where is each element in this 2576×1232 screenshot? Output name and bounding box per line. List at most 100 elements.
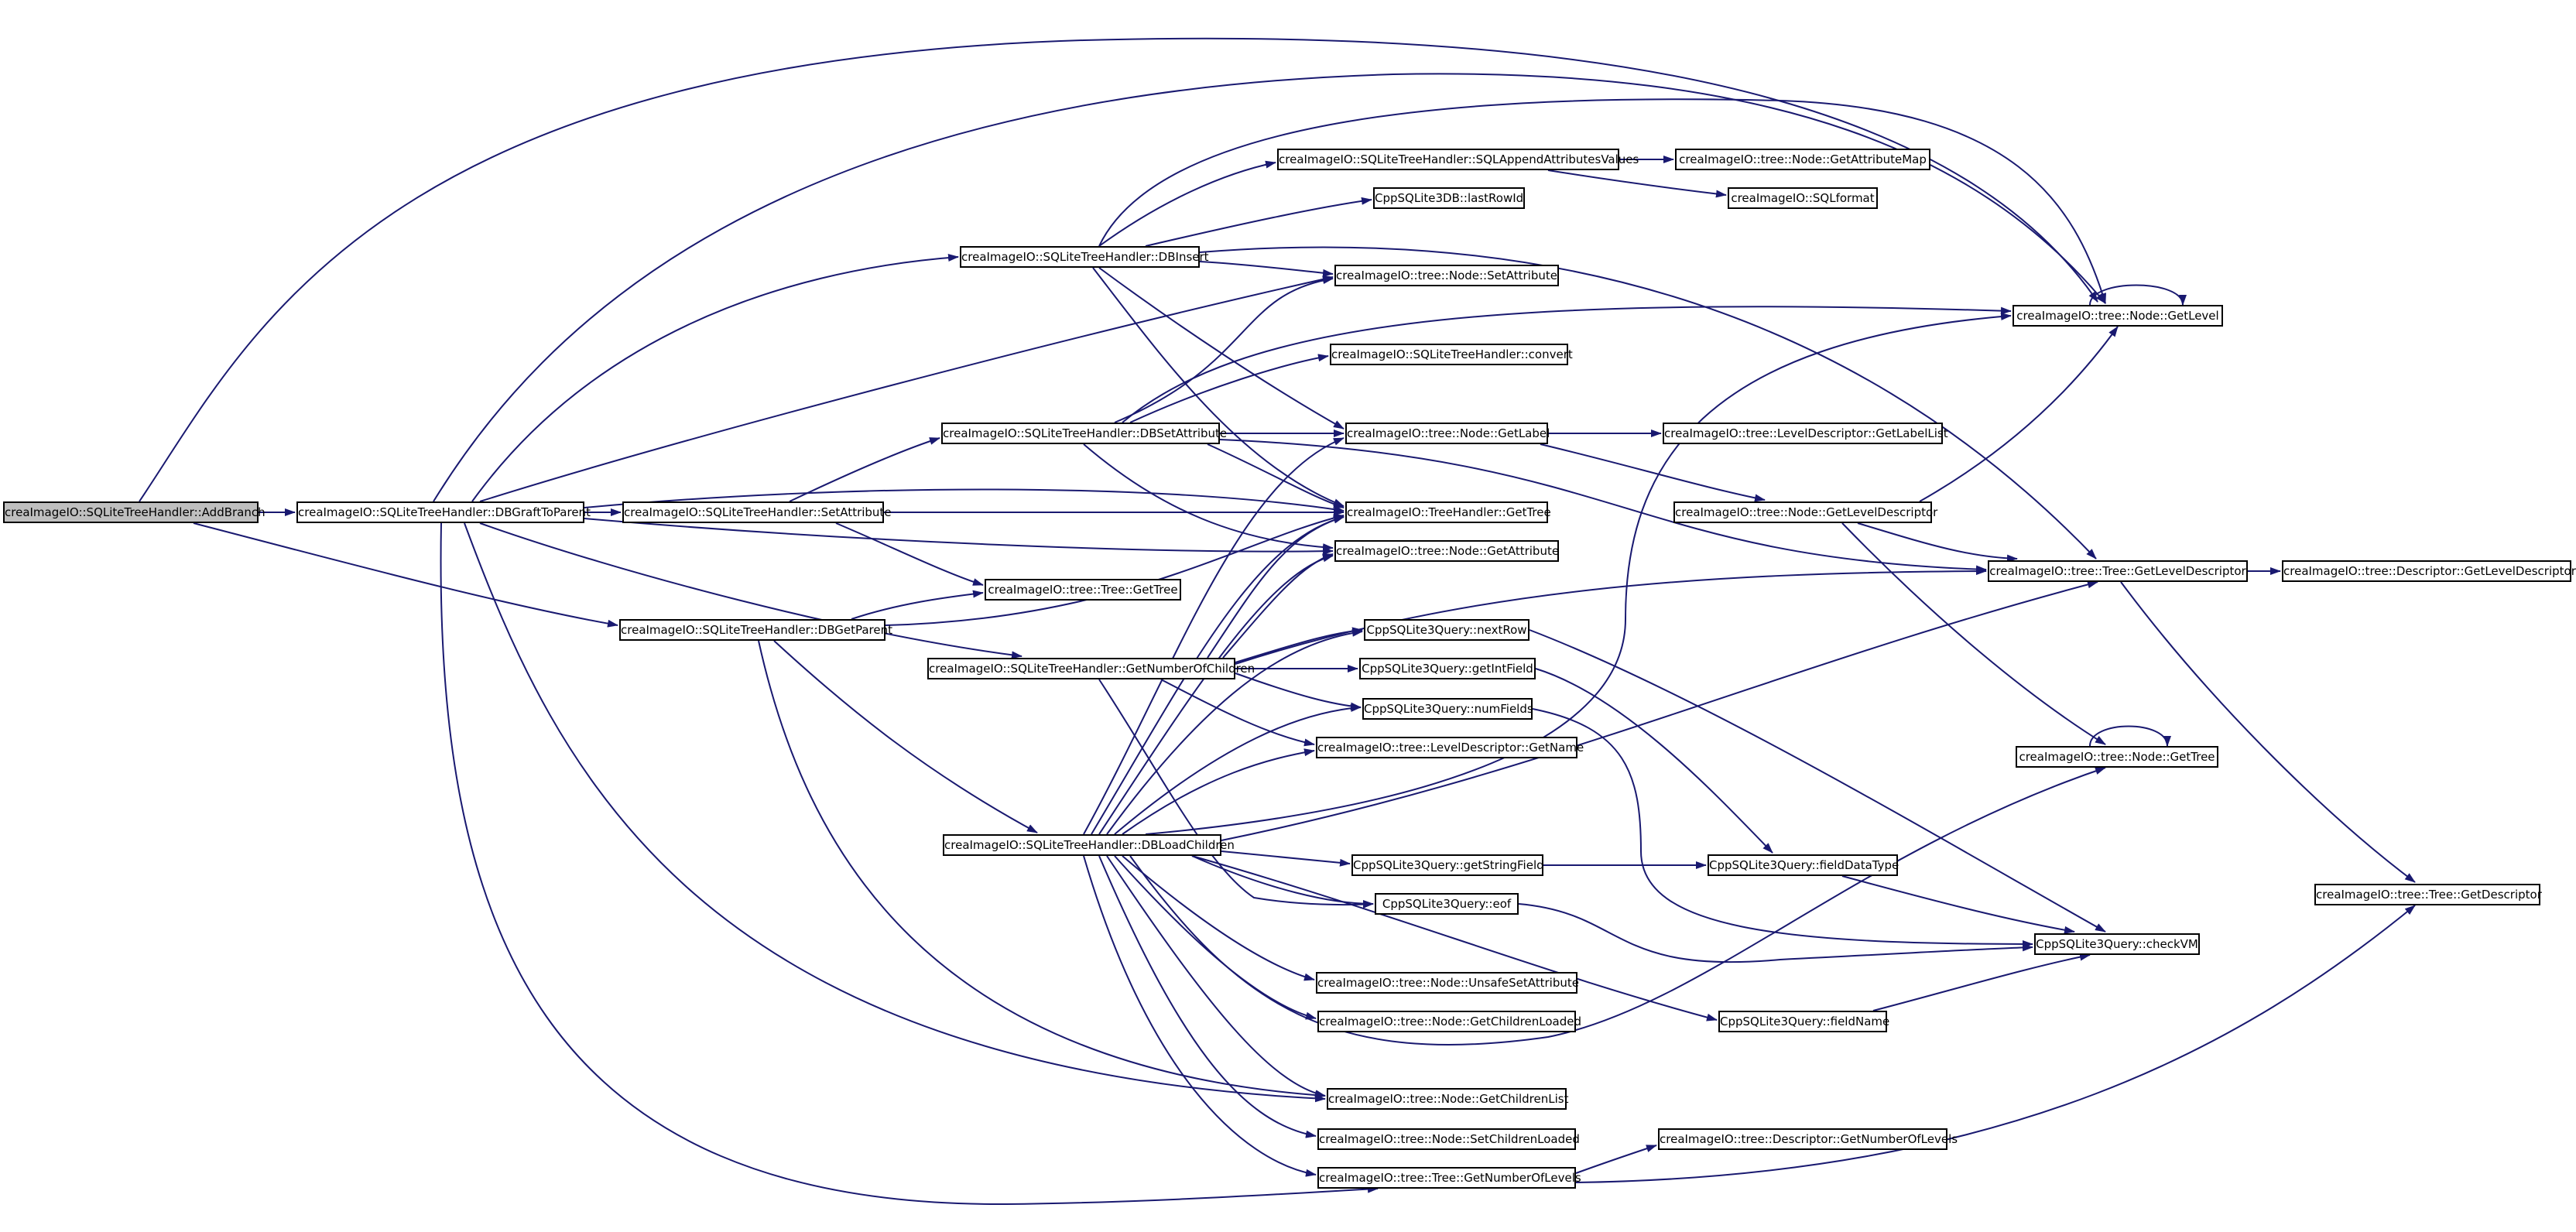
edge-dbinsert-to-node-setattribute [1199,261,1334,277]
edge-dbgrafttoparent-to-tree-getnumberoflevels [440,522,1379,1206]
edge-dbgetparent-to-tree-gettree [851,590,984,620]
node-dbsetattribute[interactable]: creaImageIO::SQLiteTreeHandler::DBSetAtt… [941,423,1227,444]
node-node-getlevel[interactable]: creaImageIO::tree::Node::GetLevel [2012,305,2223,327]
node-node-setattribute[interactable]: creaImageIO::tree::Node::SetAttribute [1334,265,1559,286]
node-ld-getlabellist[interactable]: creaImageIO::tree::LevelDescriptor::GetL… [1663,423,1948,444]
edge-dbloadchildren-to-getchildrenlist [1106,855,1326,1098]
node-dbinsert[interactable]: creaImageIO::SQLiteTreeHandler::DBInsert [960,246,1209,268]
node-eof[interactable]: CppSQLite3Query::eof [1375,893,1519,915]
edge-addbranch-to-dbgetparent [193,522,618,628]
node-tree-getdescriptor[interactable]: creaImageIO::tree::Tree::GetDescriptor [2314,884,2542,905]
edge-dbgrafttoparent-to-node-getlevel [433,73,2106,502]
edge-fielddatatype-to-checkvm [1841,875,2075,934]
node-lastrowid[interactable]: CppSQLite3DB::lastRowId [1373,187,1525,209]
edge-dbinsert-to-lastrowid [1145,197,1372,247]
node-sqlformat[interactable]: creaImageIO::SQLformat [1728,187,1878,209]
edge-dbloadchildren-to-node-getlabel [1083,437,1345,835]
edge-dbsetattribute-to-treehandler-gettree [1207,443,1345,508]
edge-dbsetattribute-to-node-getattribute [1083,443,1334,552]
node-getstringfield[interactable]: CppSQLite3Query::getStringField [1351,854,1544,876]
node-node-getlabel[interactable]: creaImageIO::tree::Node::GetLabel [1345,423,1550,444]
node-dbgetparent[interactable]: creaImageIO::SQLiteTreeHandler::DBGetPar… [619,619,892,641]
node-setattribute[interactable]: creaImageIO::SQLiteTreeHandler::SetAttri… [622,501,892,523]
edge-getintfield-to-fielddatatype [1535,668,1773,854]
edge-dbgetparent-to-dbloadchildren [773,640,1038,833]
edge-dbloadchildren-to-node-gettree [1129,767,2106,1045]
edge-dbgrafttoparent-to-treehandler-gettree [584,488,1345,513]
node-sqlappend[interactable]: creaImageIO::SQLiteTreeHandler::SQLAppen… [1277,149,1639,170]
node-desc-getnumberoflevels[interactable]: creaImageIO::tree::Descriptor::GetNumber… [1658,1128,1958,1150]
node-getnumberofchildren[interactable]: creaImageIO::SQLiteTreeHandler::GetNumbe… [927,658,1255,679]
node-addbranch[interactable]: creaImageIO::SQLiteTreeHandler::AddBranc… [3,501,265,523]
node-tree-getleveldescriptor[interactable]: creaImageIO::tree::Tree::GetLevelDescrip… [1988,560,2248,582]
node-nextrow[interactable]: CppSQLite3Query::nextRow [1364,619,1530,641]
edge-dbloadchildren-to-getstringfield [1221,850,1351,867]
edge-dbsetattribute-to-tree-getleveldescriptor [1219,439,1987,573]
edge-dbsetattribute-to-convert [1129,354,1329,423]
edge-node-getleveldescriptor-to-tree-getleveldescriptor [1857,522,2018,563]
node-getintfield[interactable]: CppSQLite3Query::getIntField [1359,658,1536,679]
edge-dbloadchildren-to-getchildrenloaded [1114,855,1317,1020]
edge-numfields-to-checkvm [1532,708,2033,948]
edge-dbgrafttoparent-to-getnumberofchildren [479,522,1023,659]
node-getattributemap[interactable]: creaImageIO::tree::Node::GetAttributeMap [1675,149,1930,170]
node-node-gettree[interactable]: creaImageIO::tree::Node::GetTree [2016,746,2218,768]
edge-nextrow-to-checkvm [1529,629,2106,933]
edge-dbsetattribute-to-node-setattribute [1114,276,1334,423]
edge-dbloadchildren-to-tree-getleveldescriptor [1221,580,2098,841]
node-unsafesetattribute[interactable]: creaImageIO::tree::Node::UnsafeSetAttrib… [1316,972,1579,994]
edge-getnumberofchildren-to-eof [1098,679,1374,909]
edge-dbloadchildren-to-numfields [1114,704,1362,835]
edge-getnumberofchildren-to-tree-getleveldescriptor [1235,567,1987,665]
edge-dbgrafttoparent-to-getchildrenlist [464,522,1326,1103]
edge-dbinsert-to-node-getlabel [1098,267,1345,429]
node-setchildrenloaded[interactable]: creaImageIO::tree::Node::SetChildrenLoad… [1317,1128,1580,1150]
node-fielddatatype[interactable]: CppSQLite3Query::fieldDataType [1708,854,1899,876]
edge-node-getlabel-to-node-getleveldescriptor [1540,443,1766,502]
node-node-getattribute[interactable]: creaImageIO::tree::Node::GetAttribute [1334,540,1559,562]
node-dbloadchildren[interactable]: creaImageIO::SQLiteTreeHandler::DBLoadCh… [943,834,1235,856]
edge-getnumberofchildren-to-ld-getname [1160,679,1315,747]
edge-dbloadchildren-to-setchildrenloaded [1098,855,1317,1138]
node-numfields[interactable]: CppSQLite3Query::numFields [1362,698,1533,720]
node-convert[interactable]: creaImageIO::SQLiteTreeHandler::convert [1330,344,1573,365]
node-treehandler-gettree[interactable]: creaImageIO::TreeHandler::GetTree [1345,501,1551,523]
edge-node-gettree-self [2089,725,2171,747]
edge-getnumberofchildren-to-nextrow [1235,627,1363,663]
edge-fieldname-to-checkvm [1872,953,2091,1011]
edge-dbloadchildren-to-tree-getnumberoflevels [1083,855,1317,1177]
edge-dbloadchildren-to-nextrow [1106,628,1363,835]
edge-setattribute-to-dbsetattribute [789,437,940,502]
edge-tree-getnumberoflevels-to-desc-getnumberoflevels [1575,1145,1657,1174]
edge-tree-getleveldescriptor-to-tree-getdescriptor [2120,581,2416,883]
edge-dbgrafttoparent-to-dbinsert [471,253,959,502]
edge-dbsetattribute-to-node-getlevel [1122,306,2012,423]
node-desc-getleveldescriptor[interactable]: creaImageIO::tree::Descriptor::GetLevelD… [2282,560,2576,582]
edge-getnumberofchildren-to-node-getattribute [1222,553,1334,659]
node-getchildrenloaded[interactable]: creaImageIO::tree::Node::GetChildrenLoad… [1317,1011,1581,1032]
node-tree-getnumberoflevels[interactable]: creaImageIO::tree::Tree::GetNumberOfLeve… [1317,1167,1581,1189]
node-getchildrenlist[interactable]: creaImageIO::tree::Node::GetChildrenList [1327,1088,1568,1110]
edge-dbloadchildren-to-treehandler-gettree [1091,515,1345,835]
edge-dbinsert-to-sqlappend [1098,160,1276,247]
edge-node-getleveldescriptor-to-node-getlevel [1919,326,2119,502]
edge-getnumberofchildren-to-numfields [1235,672,1362,710]
node-ld-getname[interactable]: creaImageIO::tree::LevelDescriptor::GetN… [1316,737,1584,758]
node-fieldname[interactable]: CppSQLite3Query::fieldName [1718,1011,1889,1032]
edge-dbloadchildren-to-node-getlevel [1145,313,2012,835]
node-tree-gettree[interactable]: creaImageIO::tree::Tree::GetTree [985,579,1181,601]
edge-eof-to-checkvm [1518,903,2033,963]
edge-node-getlevel-self [2089,284,2187,306]
edge-dbloadchildren-to-eof [1191,855,1374,908]
edge-setattribute-to-tree-gettree [835,522,984,586]
edge-dbgrafttoparent-to-node-setattribute [479,275,1334,502]
node-node-getleveldescriptor[interactable]: creaImageIO::tree::Node::GetLevelDescrip… [1673,501,1937,523]
edge-tree-getnumberoflevels-to-tree-getdescriptor [1575,905,2416,1183]
node-checkvm[interactable]: CppSQLite3Query::checkVM [2034,933,2200,955]
edge-dbloadchildren-to-fieldname [1191,855,1718,1022]
edge-dbgetparent-to-treehandler-gettree [885,514,1345,626]
node-dbgrafttoparent[interactable]: creaImageIO::SQLiteTreeHandler::DBGraftT… [296,501,591,523]
edge-dbloadchildren-to-unsafesetattribute [1122,855,1315,981]
